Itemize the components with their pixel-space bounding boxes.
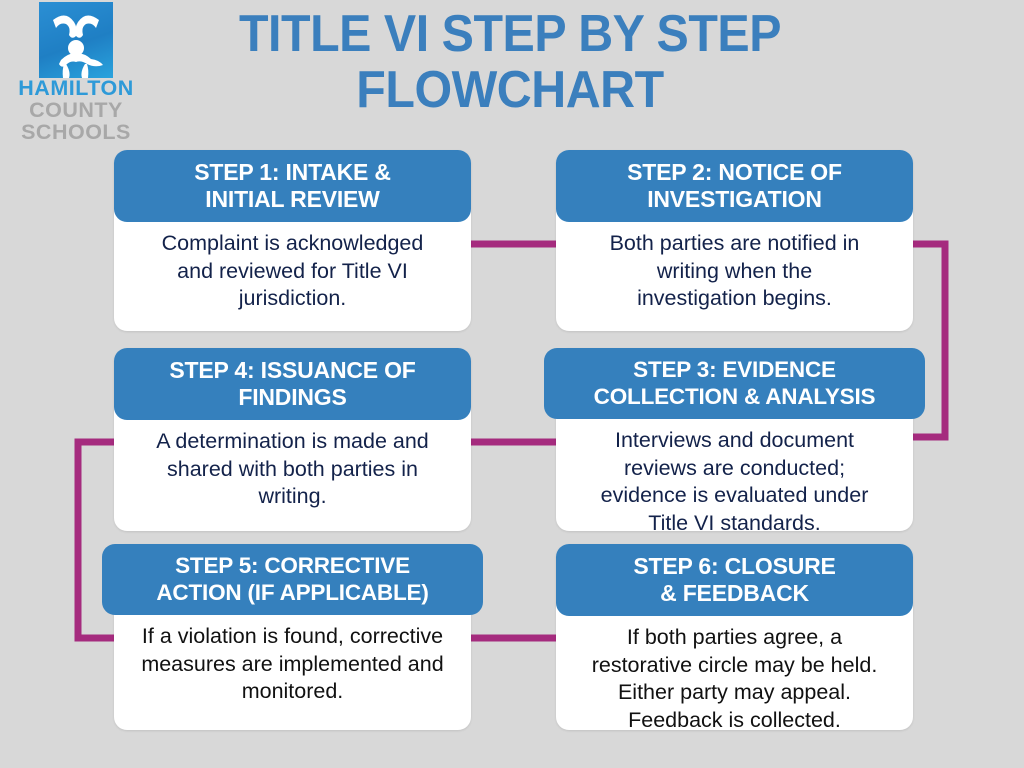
hamilton-county-schools-logo-mark [39, 2, 113, 78]
flow-card-step-1-body: Complaint is acknowledged and reviewed f… [161, 231, 424, 311]
district-logo: HAMILTON COUNTY SCHOOLS [12, 2, 140, 144]
logo-text-county: COUNTY [29, 97, 123, 122]
flow-card-step-2-title: STEP 2: NOTICE OF INVESTIGATION [556, 150, 913, 223]
logo-text-schools: SCHOOLS [21, 119, 131, 144]
flow-card-step-1-title: STEP 1: INTAKE & INITIAL REVIEW [114, 150, 471, 223]
flow-card-step-2-body: Both parties are notified in writing whe… [609, 231, 860, 311]
flow-card-step-3-body: Interviews and document reviews are cond… [600, 428, 869, 535]
flow-card-step-4: STEP 4: ISSUANCE OF FINDINGS A determina… [114, 348, 471, 531]
flow-card-step-3-title: STEP 3: EVIDENCE COLLECTION & ANALYSIS [544, 348, 925, 420]
flow-card-step-6-body: If both parties agree, a restorative cir… [591, 625, 878, 732]
flow-card-step-1: STEP 1: INTAKE & INITIAL REVIEW Complain… [114, 150, 471, 331]
flow-card-step-2: STEP 2: NOTICE OF INVESTIGATION Both par… [556, 150, 913, 331]
flow-card-step-5: STEP 5: CORRECTIVE ACTION (IF APPLICABLE… [102, 544, 483, 730]
flow-card-step-3: STEP 3: EVIDENCE COLLECTION & ANALYSIS I… [544, 348, 925, 535]
flow-card-step-6: STEP 6: CLOSURE & FEEDBACK If both parti… [556, 544, 913, 732]
page-title: TITLE VI STEP BY STEP FLOWCHART [238, 5, 782, 120]
flow-card-step-4-body: A determination is made and shared with … [156, 429, 429, 509]
page-header: HAMILTON COUNTY SCHOOLS TITLE VI STEP BY… [0, 0, 1024, 150]
flow-card-step-6-title: STEP 6: CLOSURE & FEEDBACK [556, 544, 913, 617]
logo-text-hamilton: HAMILTON [18, 76, 134, 100]
flow-card-step-5-body: If a violation is found, corrective meas… [141, 624, 444, 704]
flow-card-step-5-title: STEP 5: CORRECTIVE ACTION (IF APPLICABLE… [102, 544, 483, 616]
flow-card-step-4-title: STEP 4: ISSUANCE OF FINDINGS [114, 348, 471, 421]
